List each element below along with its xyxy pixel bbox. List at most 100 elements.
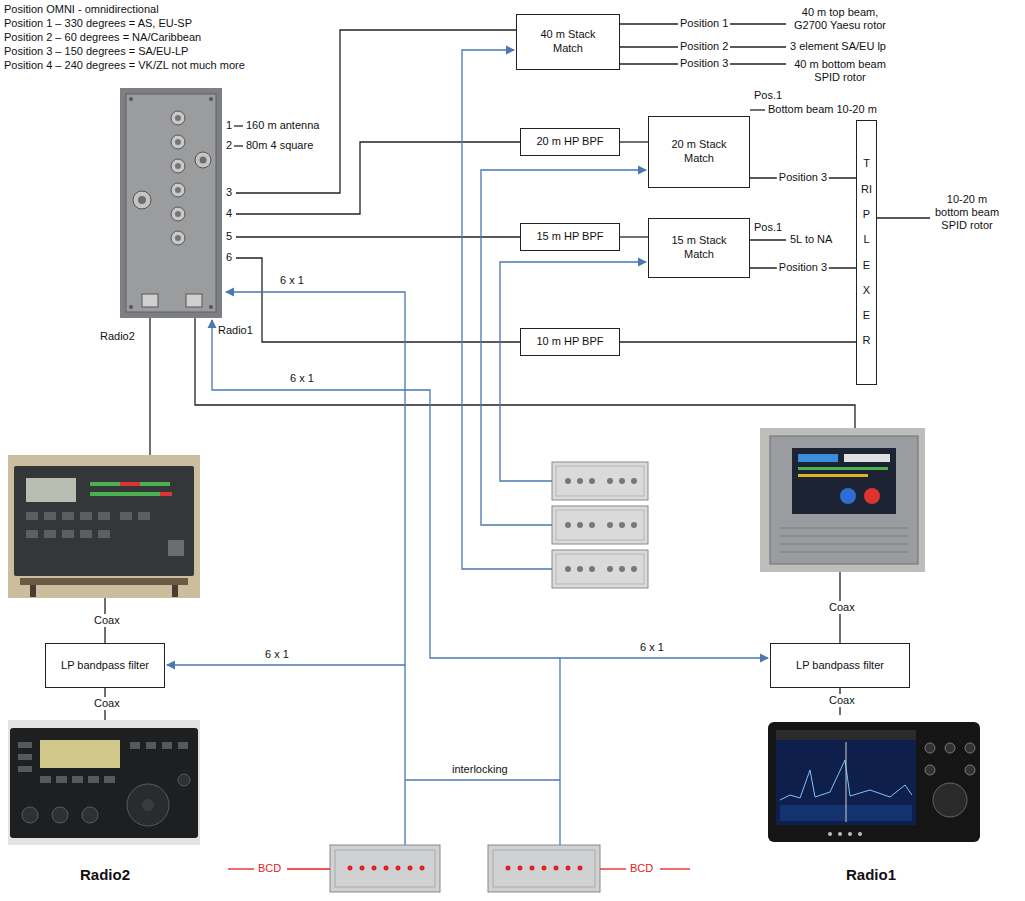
antenna-switch-photo <box>175 211 181 217</box>
box-text: 20 m Stack Match <box>664 138 734 166</box>
radio1-transceiver-photo <box>858 832 862 836</box>
antenna-switch-photo <box>195 152 211 168</box>
antenna-switch-photo <box>171 111 185 125</box>
radio2-amplifier-photo <box>80 512 92 520</box>
radio2-amplifier-photo <box>120 512 132 520</box>
stack-controller-photo <box>607 478 613 484</box>
switch-controller-photo <box>488 845 600 892</box>
radio2-amplifier-photo <box>168 540 184 556</box>
annotation-label: 6 x 1 <box>640 641 664 654</box>
annotation-label: 40 m top beam, G2700 Yaesu rotor <box>790 6 890 32</box>
radio2-amplifier-photo <box>138 512 150 520</box>
antenna-switch-photo <box>209 305 213 309</box>
annotation-label: Coax <box>92 614 122 627</box>
annotation-label: 5L to NA <box>790 233 832 246</box>
filter-box: 15 m HP BPF <box>520 223 620 251</box>
antenna-switch-photo <box>142 294 158 307</box>
radio2-amplifier-photo <box>62 530 74 538</box>
box-text: LP bandpass filter <box>796 659 884 673</box>
connector <box>620 341 856 342</box>
box-text: 10 m HP BPF <box>536 335 603 349</box>
switch-controller-photo <box>396 866 401 871</box>
annotation-label: Position 4 – 240 degrees = VK/ZL not muc… <box>4 59 245 72</box>
triplexer-box: TRIPLEXER <box>856 120 877 385</box>
annotation-label: Coax <box>92 697 122 710</box>
annotation-label: Position OMNI - omnidirectional <box>4 3 159 16</box>
annotation-label: 5 <box>226 230 232 243</box>
connector <box>620 141 648 142</box>
switch-controller-photo <box>530 866 535 871</box>
control-wire <box>405 779 560 780</box>
filter-box: LP bandpass filter <box>770 643 910 688</box>
annotation-label: Radio2 <box>100 330 135 343</box>
radio2-amplifier-photo <box>98 530 110 538</box>
annotation-label: 40 m bottom beam SPID rotor <box>790 58 890 84</box>
annotation-label: 160 m antenna <box>246 119 319 132</box>
edge-label: Position 3 <box>777 261 829 274</box>
antenna-switch-photo <box>175 187 181 193</box>
antenna-switch-photo <box>171 183 185 197</box>
connector <box>620 236 648 237</box>
switch-controller-photo <box>330 845 440 892</box>
control-wire <box>212 320 560 658</box>
annotation-label: Radio2 <box>80 866 130 884</box>
radio2-transceiver-photo <box>82 807 98 823</box>
stack-controller-photo <box>565 566 571 572</box>
annotation-label: Position 2 – 60 degrees = NA/Caribbean <box>4 31 201 44</box>
annotation-label: Bottom beam 10-20 m <box>768 103 877 116</box>
box-text: 15 m HP BPF <box>536 230 603 244</box>
radio1-amplifier-photo <box>770 436 918 564</box>
rf-wire <box>234 125 243 126</box>
antenna-switch-photo <box>186 294 202 307</box>
switch-controller-photo <box>566 866 571 871</box>
rf-wire <box>236 30 516 193</box>
control-wire <box>167 664 405 665</box>
antenna-switch-photo <box>171 135 185 149</box>
radio1-transceiver-photo <box>768 722 980 842</box>
stack-controller-photo <box>565 522 571 528</box>
filter-box: 10 m HP BPF <box>520 328 620 356</box>
switch-controller-photo <box>335 850 435 887</box>
annotation-label: 1 <box>226 119 232 132</box>
annotation-label: Pos.1 <box>754 221 782 234</box>
control-wire <box>226 292 405 845</box>
filter-box: 20 m HP BPF <box>520 128 620 156</box>
edge-label: Position 3 <box>777 171 829 184</box>
radio2-amplifier-photo <box>62 512 74 520</box>
radio2-amplifier-photo <box>140 482 170 486</box>
radio1-amplifier-photo <box>780 544 908 545</box>
annotation-label: 10-20 m bottom beam SPID rotor <box>934 193 1000 233</box>
radio2-amplifier-photo <box>26 478 76 502</box>
box-text: 20 m HP BPF <box>536 135 603 149</box>
stack-controller-photo <box>552 506 648 544</box>
bcd-wire <box>228 868 254 869</box>
radio2-transceiver-photo <box>146 742 156 749</box>
antenna-switch-photo <box>175 235 181 241</box>
annotation-label: Position 1 <box>678 17 730 30</box>
switch-controller-photo <box>493 850 595 887</box>
switch-controller-photo <box>408 866 413 871</box>
rf-wire <box>750 239 786 240</box>
radio2-amplifier-photo <box>80 530 92 538</box>
box-text: 15 m Stack Match <box>664 234 734 262</box>
radio2-transceiver-photo <box>8 720 200 845</box>
bcd-wire <box>660 868 690 869</box>
switch-controller-photo <box>360 866 365 871</box>
radio2-transceiver-photo <box>72 776 83 783</box>
stack-controller-photo <box>577 566 583 572</box>
stack-controller-photo <box>552 462 648 500</box>
radio1-transceiver-photo <box>965 765 975 775</box>
stack-controller-photo <box>607 566 613 572</box>
radio2-amplifier-photo <box>14 466 194 576</box>
annotation-label: 6 <box>226 251 232 264</box>
antenna-switch-photo <box>209 97 213 101</box>
annotation-label: 3 element SA/EU lp <box>790 40 886 53</box>
bcd-wire <box>600 868 626 869</box>
switch-controller-photo <box>372 866 377 871</box>
control-wire <box>167 50 768 845</box>
filter-box: LP bandpass filter <box>45 643 165 688</box>
annotation-label: Coax <box>827 601 857 614</box>
radio1-amplifier-photo <box>798 467 888 470</box>
control-wire <box>481 170 646 525</box>
